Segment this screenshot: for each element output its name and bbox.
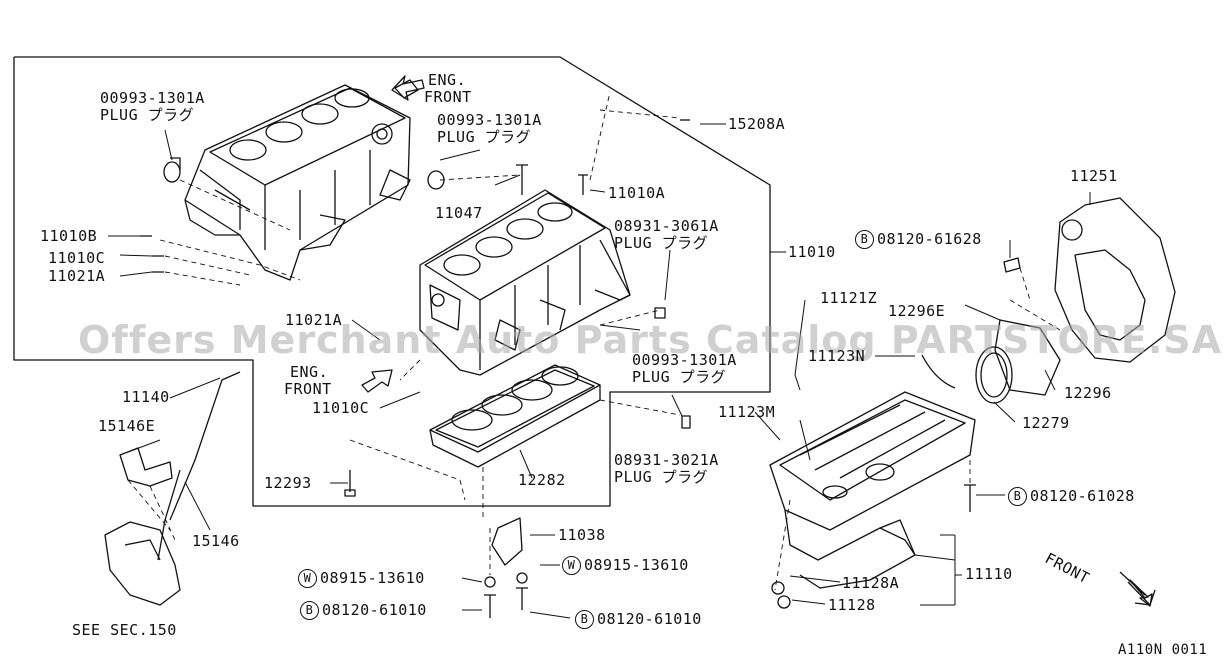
label-15208A: 15208A bbox=[728, 115, 786, 133]
label-11010: 11010 bbox=[788, 243, 836, 261]
label-plug-4: 00993-1301A PLUG プラグ bbox=[632, 351, 737, 386]
guide-tube bbox=[157, 469, 181, 561]
label-11140: 11140 bbox=[122, 388, 170, 406]
rear-plate bbox=[1054, 197, 1176, 363]
bolt-b-icon: B bbox=[575, 610, 594, 629]
label-11110: 11110 bbox=[965, 565, 1013, 583]
leader-lines bbox=[108, 123, 1091, 619]
label-11128: 11128 bbox=[828, 596, 876, 614]
label-eng-front-2: ENG. FRONT bbox=[284, 363, 332, 398]
label-11123N: 11123N bbox=[808, 347, 866, 365]
label-12293: 12293 bbox=[264, 474, 312, 492]
label-11010B: 11010B bbox=[40, 227, 98, 245]
label-plug-2: 00993-1301A PLUG プラグ bbox=[437, 111, 542, 146]
bolt-b-icon: B bbox=[300, 601, 319, 620]
dipstick bbox=[169, 371, 241, 521]
label-11128A: 11128A bbox=[842, 574, 900, 592]
diagram-code: A110N 0011 bbox=[1118, 642, 1208, 658]
bolt-b-icon: B bbox=[1008, 487, 1027, 506]
label-11021A-top: 11021A bbox=[48, 267, 106, 285]
label-11121Z: 11121Z bbox=[820, 289, 878, 307]
label-15146E: 15146E bbox=[98, 417, 156, 435]
label-eng-front-1: ENG. FRONT bbox=[424, 71, 472, 106]
head-gasket bbox=[429, 364, 601, 468]
label-11047: 11047 bbox=[435, 204, 483, 222]
oil-pan bbox=[769, 391, 976, 589]
label-see-sec: SEE SEC.150 bbox=[72, 621, 177, 639]
label-11010C-top: 11010C bbox=[48, 249, 106, 267]
washer-w-icon: W bbox=[298, 569, 317, 588]
label-15146: 15146 bbox=[192, 532, 240, 550]
label-11251: 11251 bbox=[1070, 167, 1118, 185]
label-12279: 12279 bbox=[1022, 414, 1070, 432]
label-11038: 11038 bbox=[558, 526, 606, 544]
cylinder-block-assembly bbox=[419, 189, 631, 376]
label-11123M: 11123M bbox=[718, 403, 776, 421]
label-12282: 12282 bbox=[518, 471, 566, 489]
bolts bbox=[140, 119, 1021, 618]
label-11021A-mid: 11021A bbox=[285, 311, 343, 329]
rear-oil-seal bbox=[921, 319, 1061, 404]
dashed-lines bbox=[127, 91, 1061, 591]
label-12296: 12296 bbox=[1064, 384, 1112, 402]
label-11010C-mid: 11010C bbox=[312, 399, 370, 417]
oil-pump bbox=[104, 521, 181, 606]
label-plug-3: 08931-3061A PLUG プラグ bbox=[614, 217, 719, 252]
front-arrow-icon bbox=[1119, 571, 1156, 607]
watermark: Offers Merchant Auto Parts Catalog PARTS… bbox=[78, 318, 1223, 362]
bracket-15146E bbox=[119, 447, 173, 487]
label-plug-5: 08931-3021A PLUG プラグ bbox=[614, 451, 719, 486]
label-plug-1: 00993-1301A PLUG プラグ bbox=[100, 89, 205, 124]
cylinder-block-bare bbox=[163, 75, 445, 281]
bracket-11038 bbox=[491, 517, 523, 566]
assembly-frame bbox=[13, 56, 771, 507]
label-11010A: 11010A bbox=[608, 184, 666, 202]
eng-front-arrow-2 bbox=[361, 369, 393, 393]
label-12296E: 12296E bbox=[888, 302, 946, 320]
bolt-b-icon: B bbox=[855, 230, 874, 249]
washer-w-icon: W bbox=[562, 556, 581, 575]
